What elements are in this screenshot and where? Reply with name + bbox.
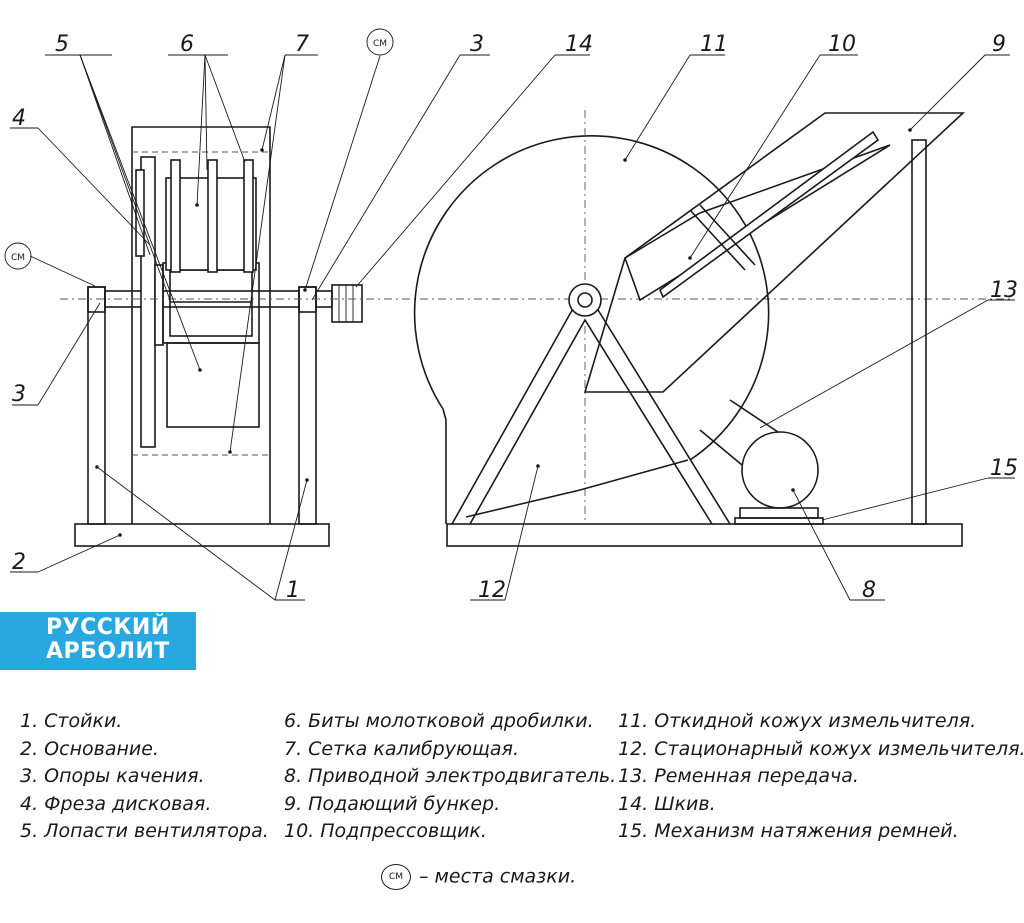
- legend-column-2: 6. Биты молотковой дробилки. 7. Сетка ка…: [284, 708, 616, 846]
- callout-5: 5: [55, 32, 69, 57]
- lube-legend-mark: СМ: [381, 864, 411, 890]
- technical-drawing: СМ СМ 1 2 3 3 4 5 6 7 8 9 10 11 12 13 14…: [4, 28, 1018, 603]
- legend: 1. Стойки. 2. Основание. 3. Опоры качени…: [20, 708, 1024, 868]
- lube-marks: СМ СМ: [4, 28, 394, 270]
- legend-column-3: 11. Откидной кожух измельчителя. 12. Ста…: [618, 708, 1024, 846]
- hammer-bit: [170, 159, 181, 273]
- legend-item: 13. Ременная передача.: [618, 765, 859, 787]
- callout-3-top: 3: [470, 32, 484, 57]
- pulley: [331, 284, 363, 323]
- left-post: [87, 286, 106, 525]
- callout-2: 2: [12, 550, 26, 575]
- legend-item: 2. Основание.: [20, 737, 159, 760]
- callout-15: 15: [990, 456, 1018, 481]
- callout-10: 10: [828, 32, 856, 57]
- lube-mark-top-label: СМ: [373, 39, 387, 49]
- callout-3-left: 3: [12, 382, 26, 407]
- lube-mark-top: [366, 28, 394, 56]
- legend-item: 8. Приводной электродвигатель.: [284, 765, 617, 787]
- callout-6: 6: [180, 32, 194, 57]
- legend-column-1: 1. Стойки. 2. Основание. 3. Опоры качени…: [20, 708, 269, 846]
- legend-item: 4. Фреза дисковая.: [20, 792, 212, 815]
- legend-item: 5. Лопасти вентилятора.: [20, 820, 269, 842]
- front-view: [60, 126, 1010, 547]
- logo-line-1: РУССКИЙ: [46, 615, 170, 640]
- motor: [741, 431, 819, 509]
- legend-item: 12. Стационарный кожух измельчителя.: [618, 737, 1024, 760]
- legend-item: 9. Подающий бункер.: [284, 792, 501, 815]
- cutter-cover: [413, 135, 770, 461]
- base-plate: [74, 523, 330, 547]
- legend-item: 15. Механизм натяжения ремней.: [618, 820, 959, 842]
- callout-4: 4: [12, 106, 26, 131]
- callout-numbers: 1 2 3 3 4 5 6 7 8 9 10 11 12 13 14 15: [12, 32, 1018, 603]
- callout-13: 13: [990, 278, 1018, 303]
- screen: [166, 342, 260, 428]
- lube-mark-left-label: СМ: [11, 253, 25, 263]
- callout-14: 14: [565, 32, 593, 57]
- callout-11: 11: [700, 32, 728, 57]
- callout-8: 8: [862, 578, 876, 603]
- legend-item: 10. Подпрессовщик.: [284, 820, 487, 842]
- callout-9: 9: [992, 32, 1006, 57]
- lube-legend: СМ – места смазки.: [381, 864, 576, 892]
- brand-logo: РУССКИЙ АРБОЛИТ: [0, 612, 196, 670]
- logo-line-2: АРБОЛИТ: [46, 639, 170, 664]
- legend-item: 1. Стойки.: [20, 710, 123, 732]
- legend-item: 6. Биты молотковой дробилки.: [284, 710, 594, 732]
- right-post: [298, 286, 317, 525]
- lube-legend-text: – места смазки.: [419, 865, 577, 888]
- legend-item: 11. Откидной кожух измельчителя.: [618, 710, 977, 732]
- leader-lines: [10, 54, 1015, 601]
- callout-1: 1: [286, 578, 300, 603]
- hopper: [583, 112, 966, 393]
- legend-item: 14. Шкив.: [618, 792, 716, 815]
- legend-item: 3. Опоры качения.: [20, 765, 205, 787]
- callout-7: 7: [295, 32, 309, 57]
- legend-item: 7. Сетка калибрующая.: [284, 737, 519, 760]
- callout-12: 12: [478, 578, 506, 603]
- lube-mark-left: [4, 242, 32, 270]
- side-view: [413, 110, 966, 547]
